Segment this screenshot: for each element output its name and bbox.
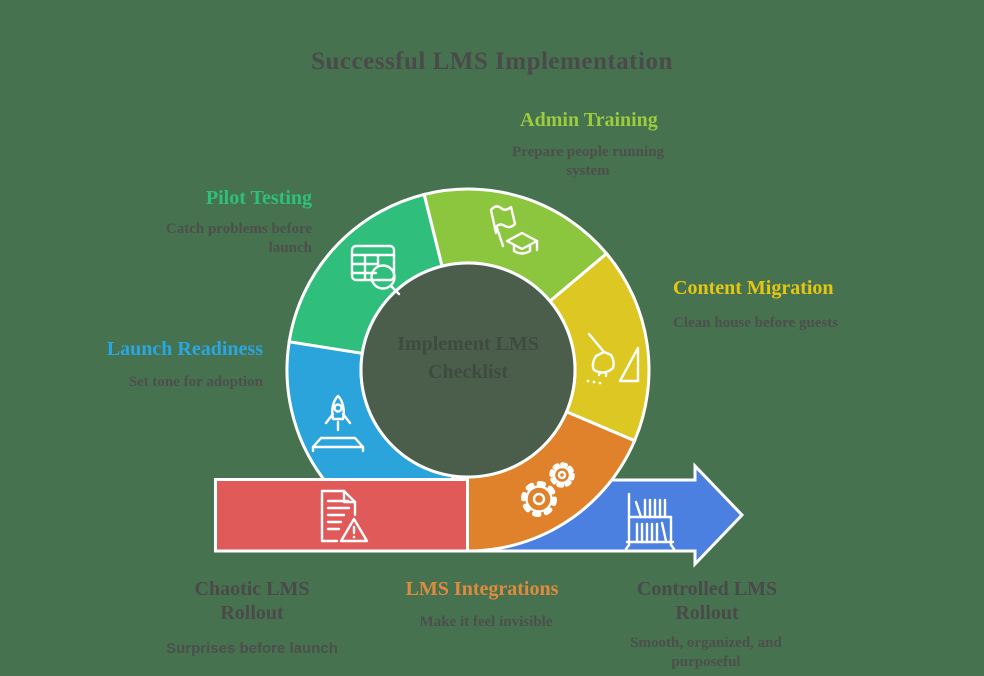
heading-launch-readiness: Launch Readiness bbox=[106, 338, 263, 360]
broom-icon bbox=[586, 332, 640, 385]
heading-controlled-rollout: Controlled LMS Rollout bbox=[636, 578, 778, 624]
desc-lms-integrations: Make it feel invisible bbox=[419, 614, 553, 630]
desc-chaotic-rollout: Surprises before launch bbox=[166, 640, 338, 657]
center-circle bbox=[359, 261, 577, 479]
heading-pilot-testing: Pilot Testing bbox=[205, 187, 312, 209]
audit-table-search-icon bbox=[350, 244, 401, 296]
desc-content-migration: Clean house before guests bbox=[673, 315, 839, 331]
desc-admin-training: Prepare people running system bbox=[512, 144, 664, 179]
desc-controlled-rollout: Smooth, organized, and purposeful bbox=[630, 635, 782, 670]
gears-icon bbox=[521, 462, 575, 517]
rocket-launch-icon bbox=[311, 394, 365, 453]
heading-admin-training: Admin Training bbox=[520, 109, 658, 131]
heading-chaotic-rollout: Chaotic LMS Rollout bbox=[194, 578, 310, 624]
heading-content-migration: Content Migration bbox=[673, 277, 834, 299]
flag-graduation-cap-icon bbox=[489, 205, 539, 255]
desc-launch-readiness: Set tone for adoption bbox=[128, 374, 263, 390]
heading-lms-integrations: LMS Integrations bbox=[405, 578, 559, 600]
center-label: Implement LMS Checklist bbox=[397, 333, 539, 383]
desc-pilot-testing: Catch problems before launch bbox=[165, 221, 312, 256]
page-title: Successful LMS Implementation bbox=[311, 48, 673, 75]
document-warning-icon bbox=[320, 489, 369, 543]
bookshelf-icon bbox=[624, 492, 676, 551]
